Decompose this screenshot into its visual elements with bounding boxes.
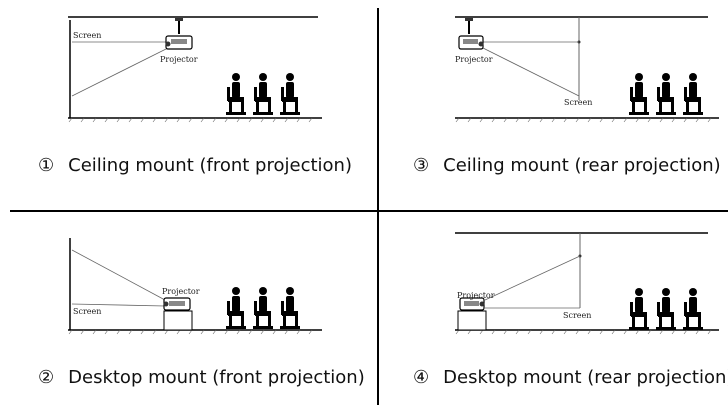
ceiling-front-diagram: Screen Projector <box>68 16 322 123</box>
panel-caption-text: Ceiling mount (front projection) <box>68 155 352 176</box>
audience-icons <box>629 73 703 115</box>
projector-icon <box>458 18 484 50</box>
projector-label: Projector <box>160 55 198 64</box>
projector-icon <box>459 297 485 311</box>
projector-label: Projector <box>455 55 493 64</box>
floor-hatch <box>68 117 313 123</box>
panel-desktop-rear: Projector Screen ④ Desktop mount (rear pr… <box>379 212 728 405</box>
ceiling-rear-diagram: Projector Screen <box>455 16 719 123</box>
panel-number: ② <box>38 367 55 388</box>
projector-icon <box>163 297 191 311</box>
bottom-beam <box>71 47 169 97</box>
panel-number: ③ <box>413 155 430 176</box>
projector-label: Projector <box>457 291 495 300</box>
screen-label: Screen <box>564 98 592 107</box>
bottom-beam <box>71 303 166 307</box>
vertical-divider <box>377 8 379 405</box>
bottom-beam <box>482 47 580 97</box>
desktop-front-diagram: Screen Projector <box>68 238 322 335</box>
desktop-rear-diagram: Projector Screen <box>455 232 719 335</box>
panel-desktop-front: Screen Projector ② Desktop mount (front p… <box>0 212 377 405</box>
projector-label: Projector <box>162 287 200 296</box>
audience-icons <box>226 287 300 329</box>
panel-caption: ③ Ceiling mount (rear projection) <box>413 155 721 176</box>
panel-ceiling-front: Screen Projector ① Ceiling mount (front p… <box>0 0 377 210</box>
panel-ceiling-rear: Projector Screen ③ Ceiling mount (rear pr… <box>379 0 728 210</box>
screen-label: Screen <box>73 307 101 316</box>
audience-icons <box>629 288 703 330</box>
floor-hatch <box>455 117 712 123</box>
top-beam <box>484 255 581 301</box>
panel-caption: ④ Desktop mount (rear projection) <box>413 367 728 388</box>
horizontal-divider <box>10 210 728 212</box>
screen-label: Screen <box>73 31 101 40</box>
floor-hatch <box>455 329 712 335</box>
panel-caption-text: Desktop mount (front projection) <box>68 367 365 388</box>
panel-caption: ① Ceiling mount (front projection) <box>38 155 352 176</box>
desk-table <box>163 310 193 331</box>
desk-table <box>457 310 487 331</box>
projector-icon <box>165 18 193 50</box>
panel-number: ④ <box>413 367 430 388</box>
audience-icons <box>226 73 300 115</box>
top-beam <box>71 249 166 301</box>
panel-caption: ② Desktop mount (front projection) <box>38 367 365 388</box>
floor-hatch <box>68 329 313 335</box>
panel-caption-text: Ceiling mount (rear projection) <box>443 155 721 176</box>
panel-number: ① <box>38 155 55 176</box>
panel-caption-text: Desktop mount (rear projection) <box>443 367 728 388</box>
screen-label: Screen <box>563 311 591 320</box>
